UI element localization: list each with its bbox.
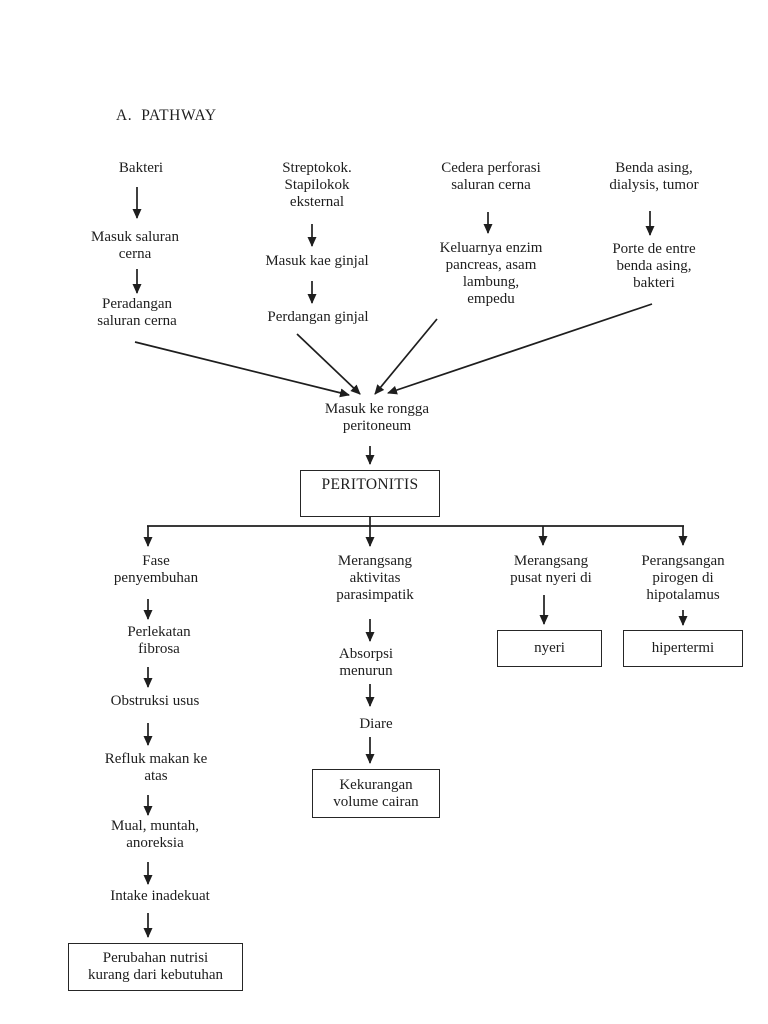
step-keluarnya-enzim: Keluarnya enzim pancreas, asam lambung, …: [439, 240, 543, 307]
step-masuk-kae-ginjal: Masuk kae ginjal: [265, 253, 369, 269]
step-merangsang-parasimpatik: Merangsang aktivitas parasimpatik: [336, 553, 414, 603]
arrow-perdangan-to-rongga: [296, 333, 361, 395]
step-perlekatan-fibrosa: Perlekatan fibrosa: [127, 624, 191, 657]
step-refluk-makan: Refluk makan ke atas: [104, 751, 208, 784]
step-absorpsi-menurun: Absorpsi menurun: [338, 646, 394, 679]
outcome-perubahan-nutrisi-label: Perubahan nutrisi kurang dari kebutuhan: [88, 950, 223, 983]
cause-cedera-perforasi: Cedera perforasi saluran cerna: [441, 160, 541, 193]
step-peradangan-saluran-cerna: Peradangan saluran cerna: [97, 296, 177, 329]
cause-benda-asing: Benda asing, dialysis, tumor: [609, 160, 699, 193]
cause-streptokok: Streptokok. Stapilokok eksternal: [282, 160, 352, 210]
step-fase-penyembuhan: Fase penyembuhan: [113, 553, 199, 586]
step-intake-inadekuat: Intake inadekuat: [110, 888, 210, 904]
outcome-hipertermi-box: hipertermi: [623, 630, 743, 667]
step-obstruksi-usus: Obstruksi usus: [110, 693, 200, 709]
outcome-nyeri-label: nyeri: [534, 640, 565, 656]
peritonitis-box: PERITONITIS: [300, 470, 440, 517]
arrow-enzim-to-rongga: [374, 318, 438, 395]
arrow-peradangan-to-rongga: [134, 341, 350, 398]
step-masuk-ke-rongga-peritoneum: Masuk ke rongga peritoneum: [324, 401, 430, 434]
step-diare: Diare: [359, 716, 393, 732]
cause-bakteri: Bakteri: [118, 160, 164, 176]
step-merangsang-pusat-nyeri: Merangsang pusat nyeri di: [510, 553, 592, 586]
step-masuk-saluran-cerna: Masuk saluran cerna: [91, 229, 179, 262]
step-perangsangan-pirogen: Perangsangan pirogen di hipotalamus: [641, 553, 725, 603]
outcome-nyeri-box: nyeri: [497, 630, 602, 667]
arrow-porte-to-rongga: [387, 303, 653, 395]
peritonitis-label: PERITONITIS: [321, 476, 419, 493]
outcome-perubahan-nutrisi-box: Perubahan nutrisi kurang dari kebutuhan: [68, 943, 243, 991]
outcome-kekurangan-volume-box: Kekurangan volume cairan: [312, 769, 440, 818]
outcome-kekurangan-volume-label: Kekurangan volume cairan: [333, 776, 419, 810]
step-perdangan-ginjal: Perdangan ginjal: [267, 309, 369, 325]
outcome-hipertermi-label: hipertermi: [651, 640, 715, 656]
step-mual-muntah-anoreksia: Mual, muntah, anoreksia: [111, 818, 199, 851]
step-porte-de-entre: Porte de entre benda asing, bakteri: [612, 241, 696, 291]
page-title: A. PATHWAY: [116, 107, 217, 124]
